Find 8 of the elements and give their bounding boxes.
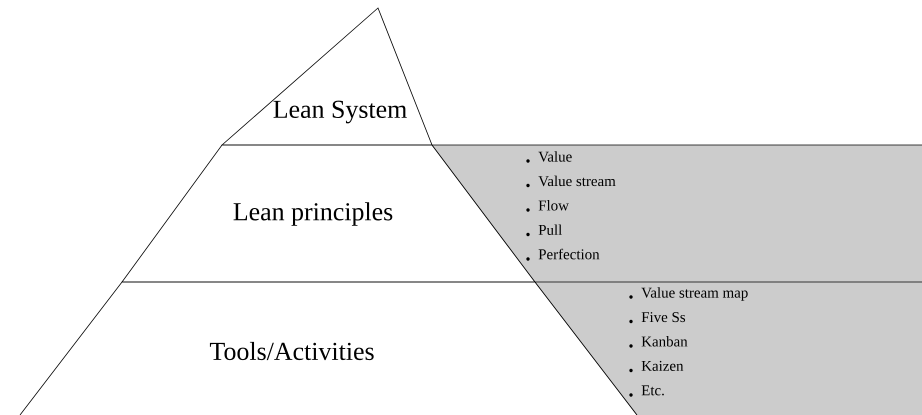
node-label: Flow <box>538 200 569 211</box>
node-label: Value <box>538 151 572 162</box>
node-label: Perfection <box>538 248 600 260</box>
node-label: Value stream <box>538 176 616 186</box>
bullet-list-panel: Value stream map Five Ss Kanban Kaizen Etc. <box>534 282 922 415</box>
pyramid-level: Tools/Activities <box>20 282 638 415</box>
bullet-list-panel: Value Value stream Flow Pull Perfection <box>432 144 922 282</box>
node-label: Pull <box>538 224 562 235</box>
